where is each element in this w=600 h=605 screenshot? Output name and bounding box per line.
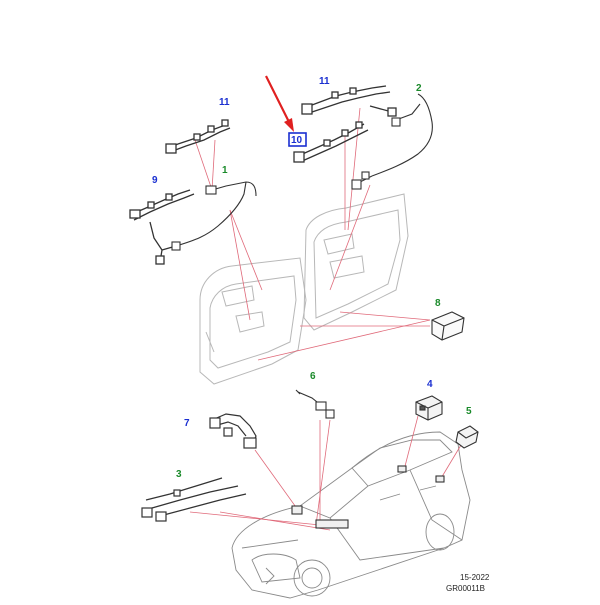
callout-10[interactable]: 10 xyxy=(291,135,303,146)
front-door-panel-outline xyxy=(199,257,307,385)
part-2-rear-door-wire[interactable] xyxy=(351,93,433,190)
leader-lines xyxy=(189,107,465,531)
callout-9[interactable]: 9 xyxy=(152,175,158,186)
callout-8[interactable]: 8 xyxy=(435,298,441,309)
part-3-harness[interactable] xyxy=(141,477,247,522)
part-5-sensor[interactable] xyxy=(455,425,479,449)
callout-4[interactable]: 4 xyxy=(427,379,433,390)
part-1-front-door-wire[interactable] xyxy=(171,181,257,251)
footer-date: 15-2022 xyxy=(460,573,490,582)
part-9-front-door-harness[interactable] xyxy=(129,189,195,265)
rear-door-panel-outline xyxy=(303,193,409,331)
callout-1[interactable]: 1 xyxy=(222,165,228,176)
part-7-harness[interactable] xyxy=(209,413,257,449)
callout-5[interactable]: 5 xyxy=(466,406,472,417)
indicator-arrow xyxy=(265,75,294,132)
footer-code: GR00011B xyxy=(446,584,485,593)
mounted-parts xyxy=(291,465,445,529)
callout-6[interactable]: 6 xyxy=(310,371,316,382)
vehicle-outline xyxy=(231,431,471,599)
callout-2[interactable]: 2 xyxy=(416,83,422,94)
part-11-right-harness[interactable] xyxy=(301,85,397,117)
callout-3[interactable]: 3 xyxy=(176,469,182,480)
part-8-module[interactable] xyxy=(431,311,465,341)
callout-10-highlight-box xyxy=(288,132,307,147)
part-6-sensor-harness[interactable] xyxy=(295,389,335,419)
callout-11-right[interactable]: 11 xyxy=(319,76,330,87)
part-4-camera-module[interactable] xyxy=(415,395,443,421)
part-10-rear-door-harness[interactable] xyxy=(293,121,369,163)
callout-7[interactable]: 7 xyxy=(184,418,190,429)
callout-11-left[interactable]: 11 xyxy=(219,97,230,108)
part-11-left-harness[interactable] xyxy=(165,119,231,154)
